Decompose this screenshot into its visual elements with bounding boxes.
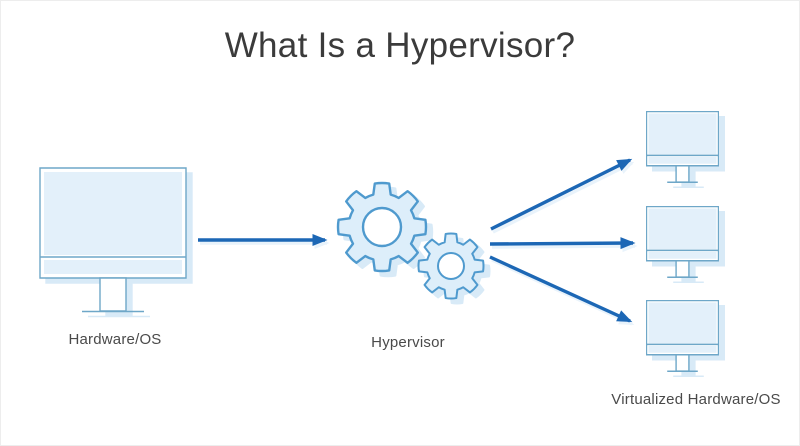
- hardware-label: Hardware/OS: [68, 331, 162, 348]
- diagram-title: What Is a Hypervisor?: [224, 26, 576, 65]
- gear-large-hole: [361, 206, 403, 248]
- gears-icon: [336, 181, 485, 300]
- virtualized-label: Virtualized Hardware/OS: [611, 391, 781, 408]
- arrow-hypervisor-to-vm1: [490, 158, 633, 231]
- hardware-monitor-icon: [39, 167, 187, 313]
- gear-small-hole: [437, 252, 465, 280]
- vm-monitor-icon-1: [646, 111, 719, 183]
- hypervisor-label: Hypervisor: [371, 334, 445, 351]
- vm-monitor-icon-2: [646, 206, 719, 278]
- arrow-hypervisor-to-vm2: [489, 237, 636, 250]
- vm-monitor-icon-3: [646, 300, 719, 372]
- arrow-hypervisor-to-vm3: [489, 255, 633, 323]
- flow-arrows: [198, 158, 636, 323]
